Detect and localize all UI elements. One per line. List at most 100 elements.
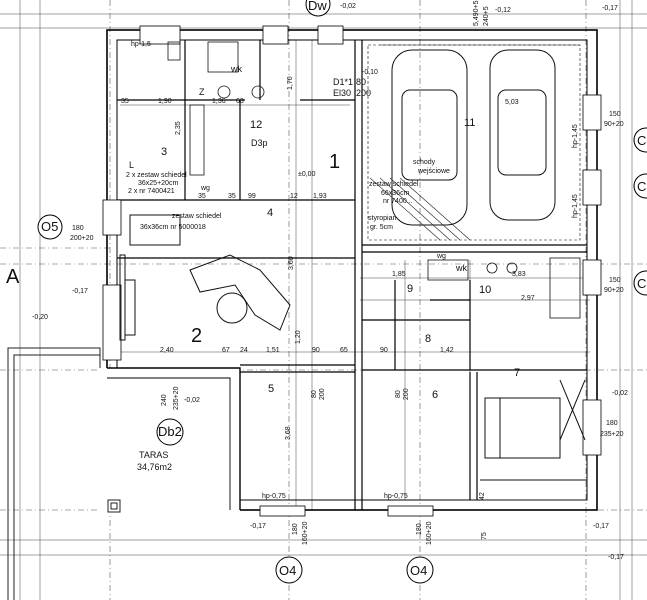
garage-cars [367,44,581,241]
room-number: 5 [268,383,274,395]
annotation: wejściowe [417,168,450,175]
dim-label: 1,42 [440,347,454,354]
dim-label: 1,70 [287,76,294,90]
dim-label: 35 [198,193,206,200]
dim-label: 200+20 [70,235,94,242]
dim-label: 35 [228,193,236,200]
living-room-furniture [119,214,291,341]
annotation: hp-0,75 [262,493,286,500]
level-label: -0,17 [593,523,609,530]
dim-label: 180 [416,523,423,535]
annotation: El30 [333,88,351,98]
level-label: -0,17 [72,288,88,295]
axis-bubble-o5 [37,214,63,240]
dim-label: 90 [380,347,388,354]
dim-label: 80 [311,390,318,398]
dim-label: 240 [161,394,168,406]
dim-label: 160+20 [302,521,309,545]
stairs [369,177,471,241]
level-label: -0,17 [608,554,624,561]
axis-text-c: C [637,179,646,194]
dim-label: 3,60 [288,256,295,270]
dim-label: 240+5 [483,6,490,26]
dim-label: 2,35 [175,121,182,135]
dim-label: 2,97 [521,295,535,302]
annotation: zestaw schiedel [369,181,419,188]
axis-bubble-c2 [633,173,647,199]
room-number: 4 [267,207,273,219]
terrace [7,347,121,600]
annotation: hp-1,45 [572,124,579,148]
dim-label: 99 [248,193,256,200]
dim-label: 65 [340,347,348,354]
dim-label: 200 [319,388,326,400]
annotation: 36x25+20cm [138,180,178,187]
room-number: 7 [514,367,520,379]
dim-label: 90+20 [604,287,624,294]
dim-label: 235+20 [600,431,624,438]
dim-label: 1,36 [212,98,226,105]
axis-text-a: A [6,266,20,288]
room-number: 11 [464,117,475,129]
annotation: hp-1,5 [131,41,151,48]
annotation: wk [455,263,467,273]
annotation: wg [436,253,446,260]
dim-label: 75 [481,532,488,540]
axis-bubble-dw [305,0,331,17]
level-label: -0,17 [250,523,266,530]
dim-label: 5,03 [505,99,519,106]
annotation: D3p [251,138,268,148]
annotation: hp-0,75 [384,493,408,500]
dim-label: 1,85 [392,271,406,278]
annotation: styropian [368,215,397,222]
room-letter: Z [199,87,205,97]
room-number: 3 [161,146,167,158]
axis-text-o4-left: O4 [279,563,296,578]
dim-label: 180 [606,420,618,427]
dim-label: 5,490+5 [473,0,480,26]
annotation: hp-1,45 [572,194,579,218]
dim-label: 2,40 [160,347,174,354]
annotation: 200 [356,88,371,98]
dim-label: 180 [292,523,299,535]
dim-label: 150 [609,111,621,118]
axis-bubble-o4-left [275,556,303,584]
level-label: -0,17 [602,5,618,12]
level-label: -0,02 [340,3,356,10]
terrace-area: 34,76m2 [137,462,172,472]
terrace-label: TARAS [139,450,168,460]
axis-text-c: C [637,133,646,148]
room-number: 12 [250,119,262,131]
axis-bubble-o4-right [406,556,434,584]
dim-label: 1,51 [266,347,280,354]
axis-text-o4-right: O4 [410,563,427,578]
level-label: -0,20 [32,314,48,321]
axis-text-c: C [637,276,646,291]
annotation: wk [230,64,242,74]
dim-label: 160+20 [426,521,433,545]
annotation: schody [413,159,436,166]
dim-label: 12 [290,193,298,200]
dim-label: 1,93 [313,193,327,200]
room-number: 9 [407,283,413,295]
dim-label: 67 [222,347,230,354]
dim-label: 200 [403,388,410,400]
annotation: 2 x nr 7400421 [128,188,175,195]
room-number: 10 [479,284,491,296]
annotation: wg [200,185,210,192]
dim-label: 3,83 [512,271,526,278]
room-number: 1 [329,151,340,173]
fixtures [167,41,581,319]
windows [102,25,602,517]
level-label: -0,12 [495,7,511,14]
room-number: 6 [432,389,438,401]
annotation: 2 x zestaw schiedel [126,172,187,179]
annotation: 80 [356,77,366,87]
dim-label: 150 [609,277,621,284]
axis-text-o5: O5 [41,219,58,234]
axis-text-db2: Db2 [158,424,182,439]
dim-label: 90 [312,347,320,354]
axis-bubble-c3 [633,270,647,296]
dim-label: 42 [479,492,486,500]
